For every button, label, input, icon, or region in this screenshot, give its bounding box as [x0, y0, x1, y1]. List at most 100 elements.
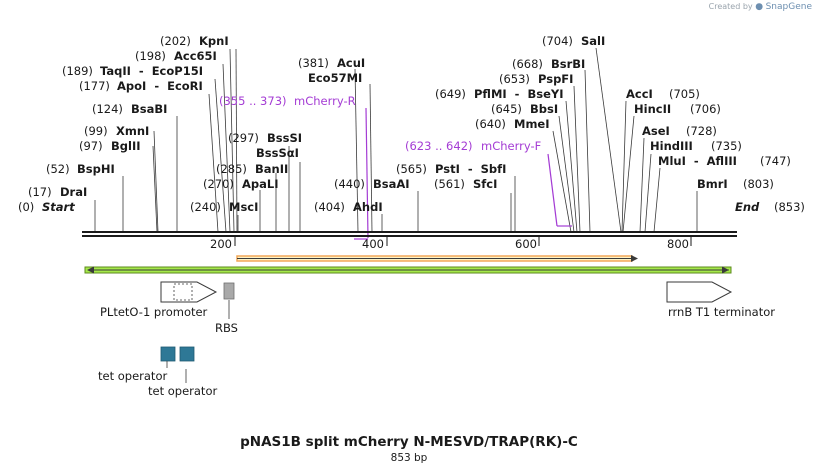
rbs-feature	[223, 282, 235, 300]
rbs-label: RBS	[215, 321, 238, 335]
svg-text:KpnI: KpnI	[199, 34, 229, 48]
svg-text:(440): (440)	[334, 177, 365, 191]
svg-text:(270): (270)	[203, 177, 234, 191]
site-apali: (270) ApaLI	[203, 177, 279, 191]
tick-label-200: 200	[210, 237, 232, 251]
svg-text:(355 .. 373): (355 .. 373)	[219, 94, 287, 108]
primer-mcherry-f: (623 .. 642) mCherry-F	[405, 139, 541, 153]
svg-text:ApaLI: ApaLI	[242, 177, 279, 191]
svg-text:AseI: AseI	[642, 124, 670, 138]
svg-text:(735): (735)	[711, 139, 742, 153]
svg-text:BanII: BanII	[255, 162, 288, 176]
svg-text:(803): (803)	[743, 177, 774, 191]
tick-label-800: 800	[667, 237, 689, 251]
site-bglii: (97) BglII	[79, 139, 141, 153]
full-length-bar	[84, 266, 732, 274]
svg-text:Eco57MI: Eco57MI	[308, 71, 362, 85]
svg-text:(623 .. 642): (623 .. 642)	[405, 139, 473, 153]
svg-text:(240): (240)	[190, 200, 221, 214]
credit-brand: SnapGene	[765, 2, 812, 12]
tet-operator-label-2: tet operator	[148, 384, 217, 398]
svg-text:(404): (404)	[314, 200, 345, 214]
orf-arrow	[236, 255, 638, 262]
scale-tick-labels: 200 400 600 800	[210, 237, 689, 251]
site-taqii-ecop15i: (189) TaqII - EcoP15I	[62, 64, 203, 78]
svg-text:BbsI: BbsI	[530, 102, 558, 116]
site-bsaai: (440) BsaAI	[334, 177, 410, 191]
svg-text:(640): (640)	[475, 117, 506, 131]
svg-text:(645): (645)	[491, 102, 522, 116]
svg-text:PflMI - BseYI: PflMI - BseYI	[474, 87, 563, 101]
site-pflmi-bseyi: (649) PflMI - BseYI	[435, 87, 563, 101]
site-leader-lines	[94, 47, 698, 233]
svg-text:(52): (52)	[46, 162, 70, 176]
svg-text:DraI: DraI	[60, 185, 87, 199]
svg-text:MscI: MscI	[229, 200, 258, 214]
svg-text:Start: Start	[42, 200, 75, 214]
site-asei: AseI (728)	[642, 124, 717, 138]
site-bmri: BmrI (803)	[697, 177, 774, 191]
site-sali: (704) SalI	[542, 34, 605, 48]
credit-prefix: Created by	[708, 2, 753, 11]
primer-labels: (355 .. 373) mCherry-R (623 .. 642) mChe…	[219, 94, 541, 153]
svg-text:BglII: BglII	[111, 139, 141, 153]
site-ahdi: (404) AhdI	[314, 200, 383, 214]
svg-text:BsrBI: BsrBI	[551, 57, 585, 71]
site-msci: (240) MscI	[190, 200, 258, 214]
map-title: pNAS1B split mCherry N-MESVD/TRAP(RK)-C	[240, 434, 578, 450]
terminator-label: rrnB T1 terminator	[668, 305, 775, 319]
site-sfci: (561) SfcI	[434, 177, 497, 191]
svg-text:mCherry-R: mCherry-R	[294, 94, 356, 108]
svg-text:End: End	[735, 200, 760, 214]
svg-text:(99): (99)	[84, 124, 108, 138]
site-bsssai: BssSαI	[256, 146, 299, 160]
snapgene-logo-icon: ●	[755, 2, 764, 12]
svg-text:(297): (297)	[228, 131, 259, 145]
site-hincii: HincII (706)	[634, 102, 721, 116]
promoter-label: PLtetO-1 promoter	[100, 305, 208, 319]
site-hindiii: HindIII (735)	[650, 139, 742, 153]
svg-text:(853): (853)	[774, 200, 805, 214]
tet-operator-features	[160, 346, 195, 383]
site-bbsi: (645) BbsI	[491, 102, 558, 116]
site-acc65i: (198) Acc65I	[135, 49, 217, 63]
svg-text:HindIII: HindIII	[650, 139, 693, 153]
site-end: End (853)	[735, 200, 805, 214]
svg-text:MluI - AflIII: MluI - AflIII	[658, 154, 737, 168]
svg-text:HincII: HincII	[634, 102, 671, 116]
site-mlui-afliii: MluI - AflIII (747)	[658, 154, 791, 168]
svg-text:(728): (728)	[686, 124, 717, 138]
svg-text:(649): (649)	[435, 87, 466, 101]
site-apoi-ecori: (177) ApoI - EcoRI	[79, 79, 203, 93]
svg-text:(124): (124)	[92, 102, 123, 116]
svg-text:XmnI: XmnI	[116, 124, 149, 138]
site-xmni: (99) XmnI	[84, 124, 149, 138]
svg-text:(668): (668)	[512, 57, 543, 71]
primer-mcherry-r: (355 .. 373) mCherry-R	[219, 94, 356, 108]
restriction-site-labels: (0) Start (17) DraI (52) BspHI (97) BglI…	[18, 34, 805, 214]
svg-text:AccI: AccI	[626, 87, 653, 101]
svg-text:BspHI: BspHI	[77, 162, 115, 176]
svg-text:MmeI: MmeI	[514, 117, 550, 131]
primer-leader-lines	[354, 107, 572, 240]
svg-text:(198): (198)	[135, 49, 166, 63]
svg-text:(653): (653)	[499, 72, 530, 86]
svg-text:BmrI: BmrI	[697, 177, 728, 191]
svg-text:(381): (381)	[298, 56, 329, 70]
svg-text:BssSαI: BssSαI	[256, 146, 299, 160]
svg-text:AcuI: AcuI	[337, 56, 365, 70]
terminator-feature	[666, 281, 733, 303]
svg-text:SfcI: SfcI	[473, 177, 497, 191]
site-bsssi: (297) BssSI	[228, 131, 302, 145]
svg-text:(189): (189)	[62, 64, 93, 78]
tet-operator-label-1: tet operator	[98, 369, 167, 383]
svg-text:(704): (704)	[542, 34, 573, 48]
svg-text:mCherry-F: mCherry-F	[481, 139, 541, 153]
site-acci: AccI (705)	[626, 87, 700, 101]
site-mmei: (640) MmeI	[475, 117, 550, 131]
snapgene-credit: Created by ● SnapGene	[709, 2, 812, 12]
promoter-feature	[160, 281, 218, 303]
site-bsphi: (52) BspHI	[46, 162, 115, 176]
svg-text:AhdI: AhdI	[353, 200, 383, 214]
site-bsrbi: (668) BsrBI	[512, 57, 585, 71]
